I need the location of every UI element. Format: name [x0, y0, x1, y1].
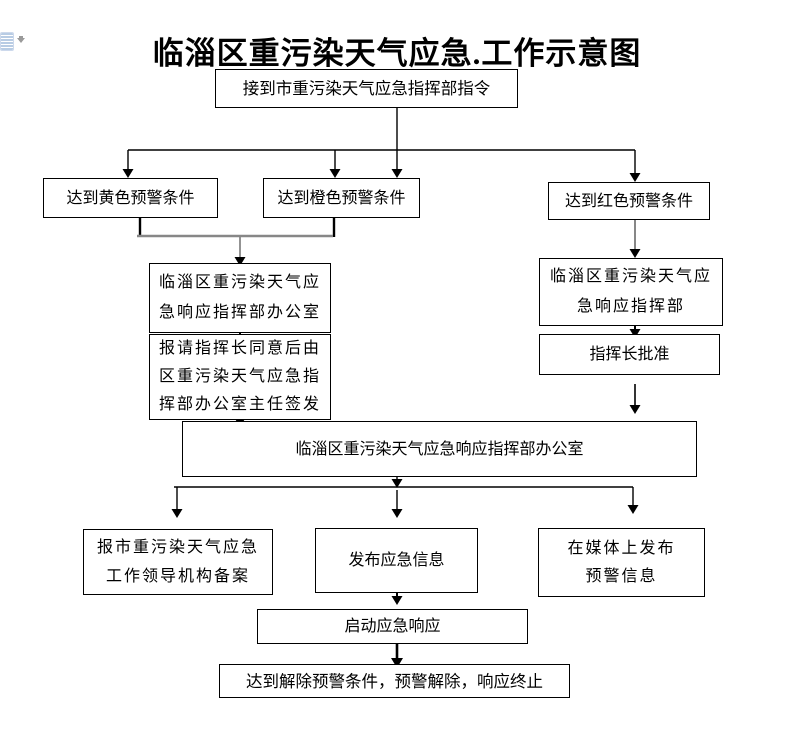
- node-sign-request: 报请指挥长同意后由 区重污染天气应急指 挥部办公室主任签发: [149, 334, 331, 420]
- node-yellow-warning: 达到黄色预警条件: [43, 178, 218, 218]
- connector-to-red: [629, 150, 641, 182]
- connector-merge-down: [234, 236, 246, 266]
- connector-start-down: [391, 108, 403, 178]
- document-paragraph-icon[interactable]: [0, 32, 14, 51]
- connector-to-publish: [391, 490, 403, 518]
- connector-approve-to-wide: [629, 384, 641, 414]
- node-media-release: 在媒体上发布 预警信息: [538, 528, 705, 597]
- node-launch-response: 启动应急响应: [257, 609, 528, 644]
- connector-launch-to-end: [391, 644, 403, 668]
- connector-to-media: [627, 487, 639, 514]
- page-title: 临淄区重污染天气应急.工作示意图: [152, 36, 642, 71]
- dropdown-arrow-icon[interactable]: [17, 36, 25, 43]
- node-district-office: 临淄区重污染天气应 急响应指挥部办公室: [149, 263, 331, 333]
- node-publish-info: 发布应急信息: [315, 528, 478, 593]
- connector-wide-down: [391, 477, 403, 488]
- node-commander-approve: 指挥长批准: [539, 334, 720, 375]
- connector-red-to-hq: [629, 220, 641, 258]
- connector-to-yellow: [122, 150, 134, 178]
- node-office-wide: 临淄区重污染天气应急响应指挥部办公室: [182, 421, 697, 477]
- node-report-city: 报市重污染天气应急 工作领导机构备案: [83, 529, 273, 595]
- node-end: 达到解除预警条件，预警解除，响应终止: [219, 664, 570, 698]
- node-start: 接到市重污染天气应急指挥部指令: [215, 69, 518, 108]
- node-district-hq: 临淄区重污染天气应 急响应指挥部: [539, 258, 723, 326]
- connector-to-report: [171, 487, 183, 518]
- node-red-warning: 达到红色预警条件: [548, 182, 710, 220]
- connector-to-orange: [329, 150, 341, 178]
- node-orange-warning: 达到橙色预警条件: [263, 178, 420, 218]
